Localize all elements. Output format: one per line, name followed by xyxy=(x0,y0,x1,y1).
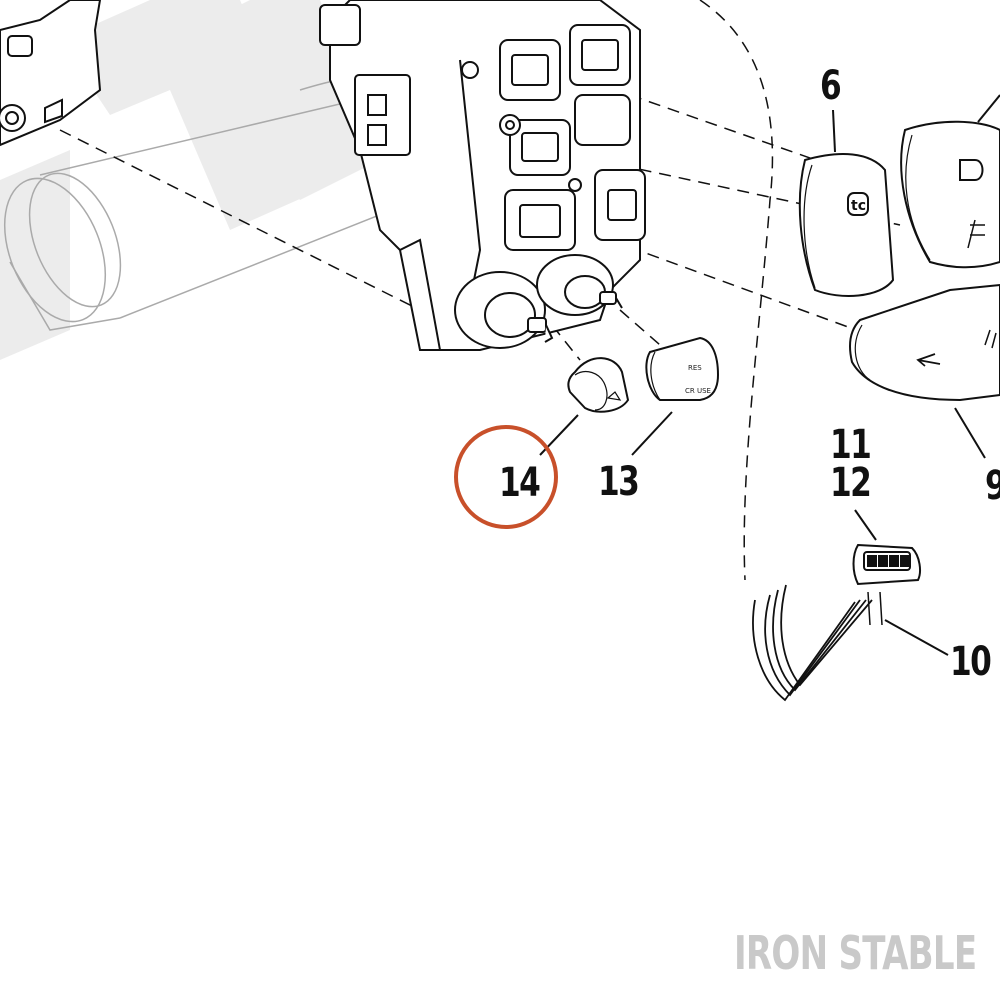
headlight-switch-cap xyxy=(900,120,1000,269)
svg-text:tc: tc xyxy=(851,198,866,214)
harness-connector xyxy=(852,543,921,586)
callout-leader-lines xyxy=(539,109,986,656)
leader-9 xyxy=(954,407,986,459)
res-label: RES xyxy=(688,364,702,372)
traction-control-switch-cap: tc xyxy=(798,153,895,297)
mirror-bracket xyxy=(0,0,102,147)
wiring-harness xyxy=(752,584,883,702)
callout-10: 10 xyxy=(950,639,992,685)
callout-9: 9 xyxy=(985,466,1000,506)
callout-12: 12 xyxy=(830,460,872,506)
turn-signal-switch-cap xyxy=(849,283,1000,402)
brand-watermark: IRON STABLE xyxy=(734,926,977,980)
callout-11: 11 xyxy=(830,422,872,468)
switch-housing-assembly xyxy=(319,0,646,351)
leader-11-12 xyxy=(854,509,877,541)
highlight-circle-14 xyxy=(454,425,558,529)
callout-leader-7 xyxy=(977,94,1000,123)
leader-6 xyxy=(832,109,836,153)
leader-10 xyxy=(884,619,949,656)
background-watermark-lettering xyxy=(0,0,380,360)
cruise-label: CR USE xyxy=(685,387,711,395)
resume-knob: RES CR USE xyxy=(645,336,720,401)
leader-13 xyxy=(631,411,673,456)
callout-13: 13 xyxy=(598,459,640,505)
callout-6: 6 xyxy=(820,63,842,109)
rotary-knob xyxy=(567,357,630,413)
callout-14: 14 xyxy=(499,460,541,506)
